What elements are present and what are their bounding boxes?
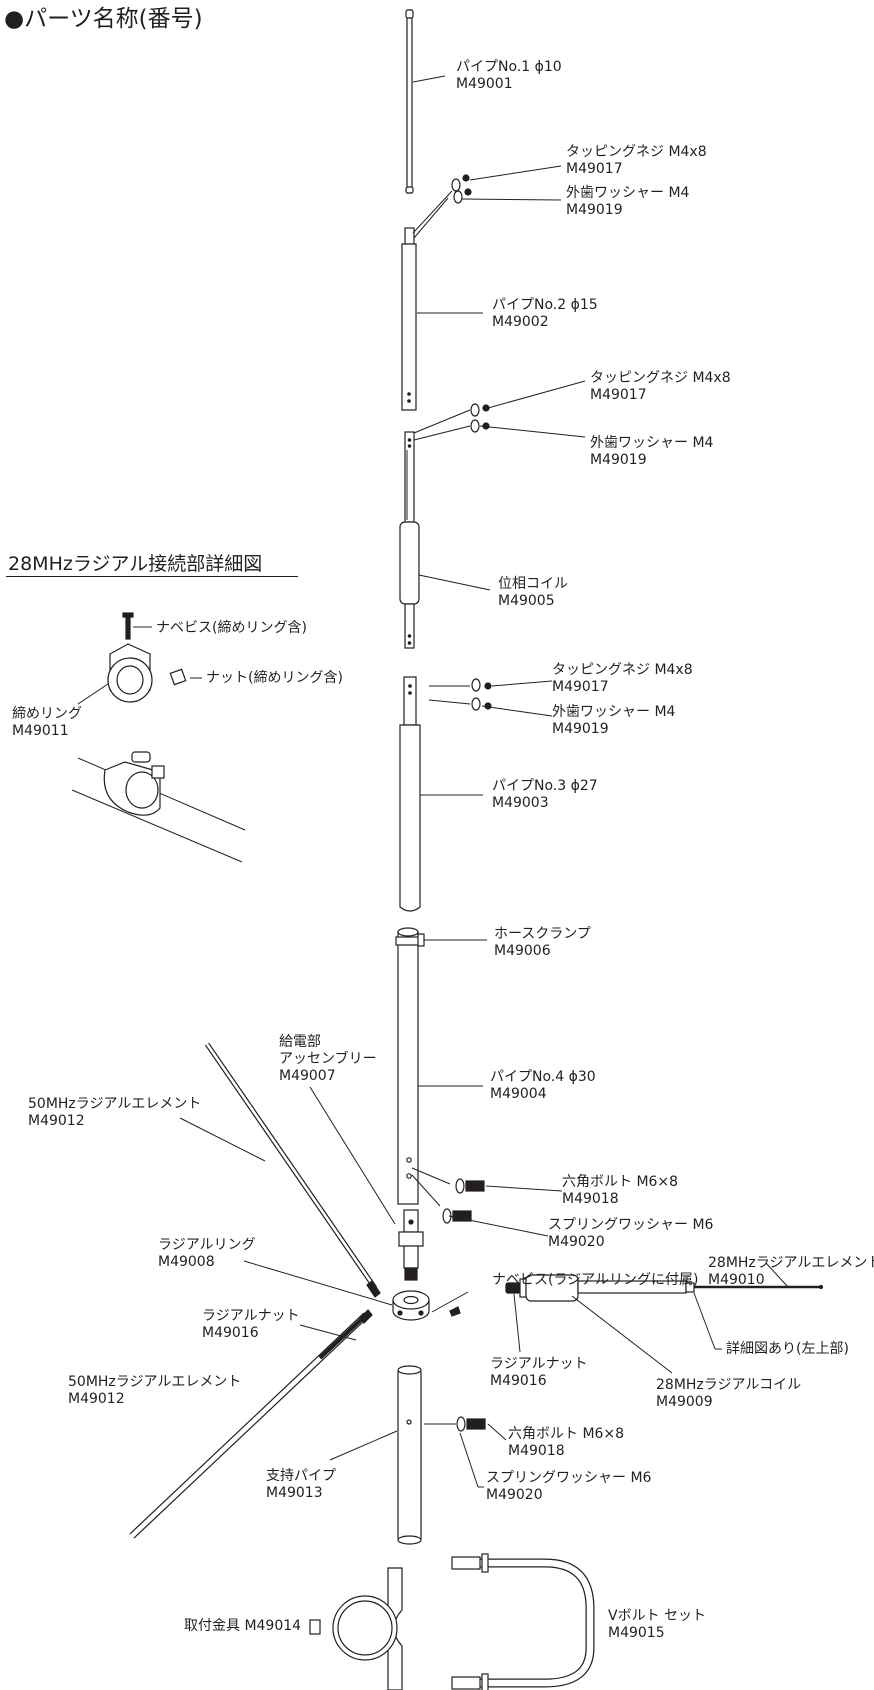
label-detail-nut: ナット(締めリング含) bbox=[206, 670, 343, 686]
pipe-no1 bbox=[405, 9, 414, 194]
screws-and-washers bbox=[442, 174, 492, 1432]
label-pan-screw: ナベビス(ラジアルリングに付属) bbox=[492, 1272, 699, 1288]
label-detail-pan-screw: ナベビス(締めリング含) bbox=[156, 620, 307, 636]
label-mounting-bracket: 取付金具 M49014 bbox=[184, 1618, 302, 1634]
detail-clamp-ring bbox=[107, 612, 187, 703]
detail-assembled bbox=[71, 751, 246, 863]
page-title: ●パーツ名称(番号) bbox=[4, 6, 203, 32]
leader-lines bbox=[77, 75, 789, 1488]
support-pipe bbox=[397, 1365, 422, 1545]
pipe-no3 bbox=[399, 676, 421, 912]
mounting-bracket bbox=[309, 1567, 403, 1690]
pipe-no2 bbox=[401, 227, 417, 411]
v-bolt bbox=[451, 1553, 595, 1690]
label-detail-reference: 詳細図あり(左上部) bbox=[726, 1341, 849, 1357]
pipe-no4 bbox=[395, 927, 425, 1205]
radial-28mhz-assembly bbox=[505, 1274, 824, 1302]
detail-title-underline bbox=[6, 576, 298, 577]
radial-50mhz-lower bbox=[129, 1309, 373, 1539]
phase-coil bbox=[399, 431, 420, 649]
detail-title: 28MHzラジアル接続部詳細図 bbox=[8, 553, 263, 575]
feed-assembly bbox=[398, 1209, 424, 1281]
radial-50mhz-upper bbox=[204, 1042, 381, 1298]
radial-ring bbox=[392, 1290, 461, 1321]
